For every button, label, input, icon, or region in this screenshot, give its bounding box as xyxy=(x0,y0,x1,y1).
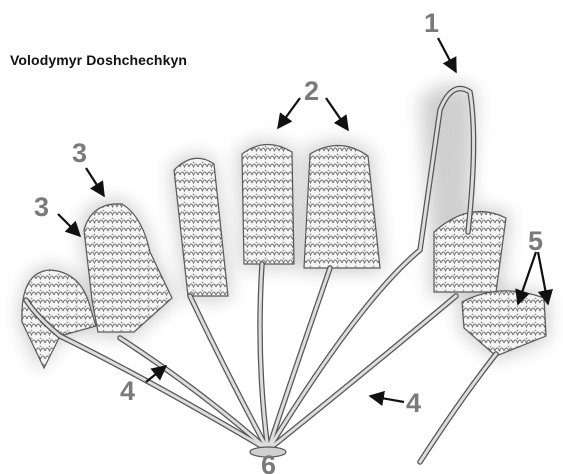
label-3-upper: 3 xyxy=(72,138,87,168)
arrow-2-right xyxy=(326,98,348,130)
arrow-1 xyxy=(438,38,456,72)
motif-center-right xyxy=(304,145,380,268)
motif-lower-right xyxy=(462,291,546,356)
label-1: 1 xyxy=(424,8,439,38)
label-3-lower: 3 xyxy=(34,192,49,222)
arrow-3-upper xyxy=(86,168,104,196)
arrow-3-lower xyxy=(58,214,80,236)
label-6: 6 xyxy=(261,450,276,474)
motif-center-left xyxy=(174,158,228,296)
label-5: 5 xyxy=(528,226,543,256)
motif-center xyxy=(242,144,294,264)
arrow-4-left xyxy=(146,366,166,382)
arrow-4-right xyxy=(370,396,404,402)
arrow-2-left xyxy=(278,98,300,128)
label-4-right: 4 xyxy=(406,388,421,418)
label-4-left: 4 xyxy=(120,376,135,406)
author-name: Volodymyr Doshchechkyn xyxy=(10,52,187,68)
label-2: 2 xyxy=(304,76,319,106)
